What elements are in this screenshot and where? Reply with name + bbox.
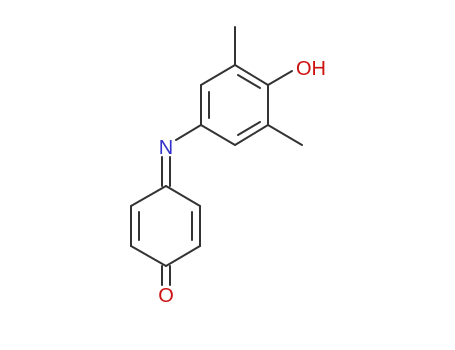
bond-ring-a-3 bbox=[234, 124, 269, 146]
bond-methyl-right bbox=[267, 124, 303, 146]
bond-c-n bbox=[175, 124, 202, 141]
hydroxyl-atom-label: OH bbox=[296, 58, 326, 80]
oxygen-atom-label: O bbox=[158, 285, 174, 307]
bond-c-oh bbox=[267, 70, 293, 86]
quinone-ring bbox=[130, 185, 201, 267]
bond-ring-b-4 bbox=[130, 245, 167, 267]
bond-ring-b-3 bbox=[165, 245, 201, 267]
bond-ring-a-double-2 bbox=[237, 121, 261, 136]
bond-ring-a-1 bbox=[234, 64, 269, 86]
bond-ring-a-4 bbox=[200, 124, 236, 146]
bond-ring-b-6 bbox=[130, 185, 167, 207]
nitrogen-atom-label: N bbox=[159, 137, 173, 159]
phenol-ring bbox=[200, 64, 269, 146]
bond-ring-a-double-1 bbox=[237, 74, 261, 89]
bond-ring-b-1 bbox=[165, 185, 201, 207]
bond-ring-a-6 bbox=[200, 64, 236, 86]
